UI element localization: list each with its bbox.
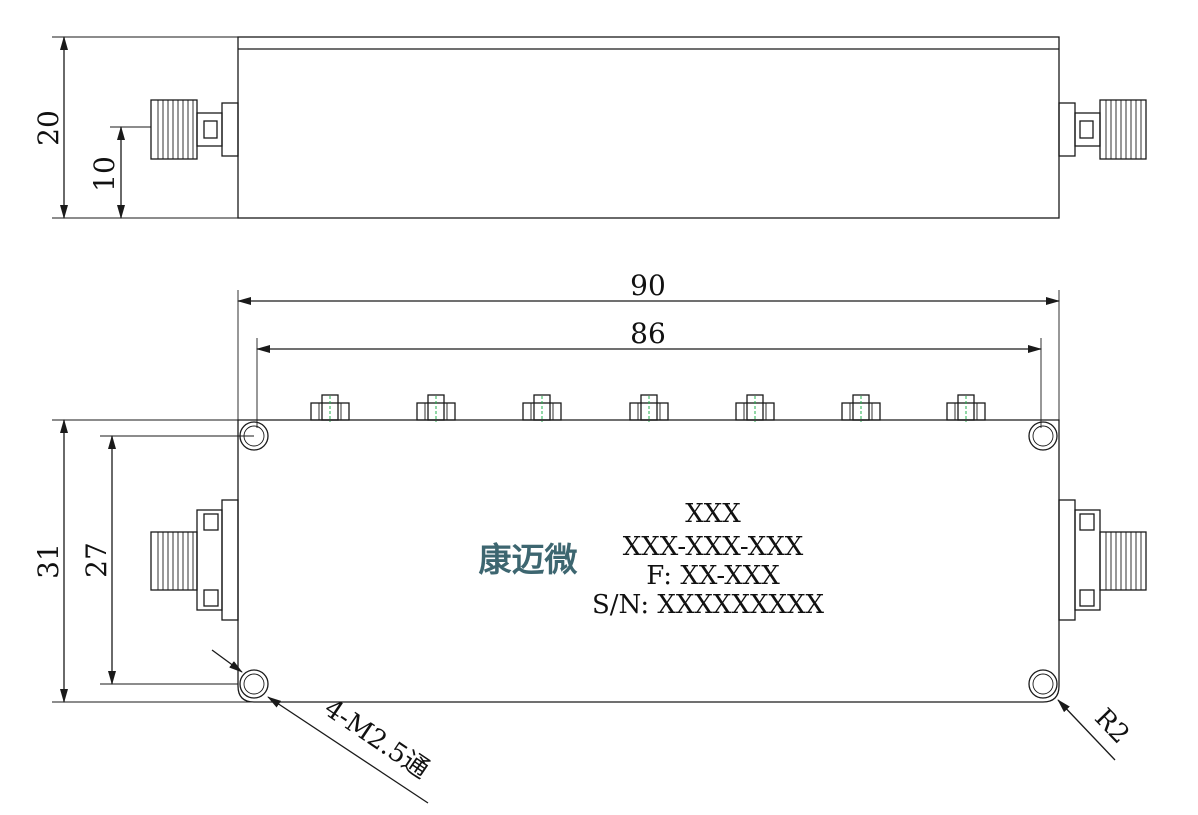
tuning-screw xyxy=(946,394,986,422)
top-view-body xyxy=(237,419,1060,703)
label-line-3: F: XX-XXX xyxy=(646,561,780,591)
side-right-connector xyxy=(1058,99,1147,160)
dimension-hole-spacing-length: 86 xyxy=(256,317,1042,428)
side-view-body xyxy=(237,36,1060,219)
mounting-hole-top-right xyxy=(1028,421,1058,451)
dimension-connector-height-text: 10 xyxy=(88,156,121,192)
mounting-hole-bottom-left xyxy=(239,669,269,699)
dimension-overall-width-text: 31 xyxy=(32,543,65,579)
leader-corner-radius-text: R2 xyxy=(1088,703,1135,750)
side-left-connector xyxy=(150,99,239,160)
tuning-screw xyxy=(310,394,350,422)
dimension-side-height: 20 xyxy=(32,36,238,219)
leader-corner-radius: R2 xyxy=(1057,699,1135,761)
tuning-screw xyxy=(841,394,881,422)
tuning-screw xyxy=(416,394,456,422)
leader-mounting-holes-text: 4-M2.5通 xyxy=(319,694,435,786)
dimension-connector-height: 10 xyxy=(88,126,151,219)
dimension-overall-length: 90 xyxy=(237,269,1060,420)
dimension-hole-spacing-length-text: 86 xyxy=(630,317,666,350)
dimension-side-height-text: 20 xyxy=(32,110,65,146)
tuning-screws xyxy=(310,394,986,422)
tuning-screw xyxy=(735,394,775,422)
dimension-overall-length-text: 90 xyxy=(630,269,666,302)
side-view: 20 10 xyxy=(32,36,1147,219)
product-label: XXX XXX-XXX-XXX F: XX-XXX S/N: XXXXXXXXX xyxy=(592,499,824,620)
top-right-connector xyxy=(1058,499,1147,621)
label-line-2: XXX-XXX-XXX xyxy=(623,532,804,562)
dimension-hole-spacing-width: 27 xyxy=(80,435,254,685)
label-line-4: S/N: XXXXXXXXX xyxy=(592,590,824,620)
dimension-overall-width: 31 xyxy=(32,419,68,703)
tuning-screw xyxy=(629,394,669,422)
tuning-screw xyxy=(522,394,562,422)
label-line-1: XXX xyxy=(685,499,741,529)
company-logo: 康迈微 xyxy=(479,540,578,579)
top-view: 90 86 31 27 4-M2.5通 xyxy=(32,269,1147,804)
top-left-connector xyxy=(150,499,239,621)
dimension-hole-spacing-width-text: 27 xyxy=(80,542,113,578)
mounting-hole-bottom-right xyxy=(1028,669,1058,699)
